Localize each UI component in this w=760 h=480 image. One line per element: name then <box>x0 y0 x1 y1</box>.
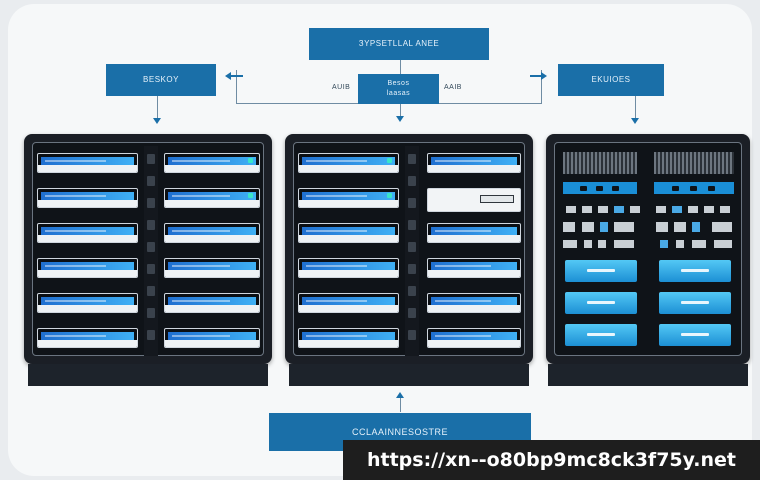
port-icon <box>690 186 697 191</box>
server-unit <box>298 328 399 348</box>
server-unit <box>298 153 399 173</box>
storage-drive <box>565 324 637 346</box>
port-icon <box>614 206 624 213</box>
storage-drive <box>659 292 731 314</box>
port-icon <box>688 206 698 213</box>
server-unit <box>427 188 521 212</box>
connector-line <box>541 70 542 104</box>
port-icon <box>672 206 682 213</box>
port-icon <box>563 240 577 248</box>
port-icon <box>708 186 715 191</box>
server-unit <box>298 293 399 313</box>
server-unit <box>37 328 138 348</box>
port-icon <box>714 240 732 248</box>
storage-drive <box>659 324 731 346</box>
watermark-url: https://xn--o80bp9mc8ck3f75y.net <box>343 440 760 480</box>
connector-line <box>400 104 401 118</box>
arrow-icon <box>396 392 404 398</box>
server-unit <box>37 293 138 313</box>
port-icon <box>582 222 594 232</box>
server-unit <box>427 258 521 278</box>
port-icon <box>712 222 732 232</box>
server-unit <box>37 188 138 208</box>
port-icon <box>598 240 606 248</box>
server-unit <box>298 258 399 278</box>
port-icon <box>580 186 587 191</box>
arrow-icon <box>631 118 639 124</box>
port-icon <box>656 222 668 232</box>
connector-line <box>530 75 542 77</box>
connector-line <box>229 75 243 77</box>
port-icon <box>692 240 706 248</box>
server-unit <box>427 153 521 173</box>
server-unit <box>164 223 260 243</box>
rack-divider <box>405 146 419 356</box>
port-icon <box>612 186 619 191</box>
server-unit <box>164 293 260 313</box>
port-icon <box>692 222 700 232</box>
port-icon <box>596 186 603 191</box>
right-label-box: EKUIOES <box>558 64 664 96</box>
vent-grill <box>563 152 637 174</box>
center-right-word: AAIB <box>444 84 462 91</box>
server-unit <box>164 328 260 348</box>
rack-frame <box>554 142 742 356</box>
connector-line <box>635 96 636 120</box>
port-icon <box>566 206 576 213</box>
port-icon <box>660 240 668 248</box>
server-unit <box>427 293 521 313</box>
server-unit <box>164 188 260 208</box>
port-icon <box>584 240 592 248</box>
connector-line <box>400 396 401 412</box>
storage-drive <box>565 292 637 314</box>
port-icon <box>582 206 592 213</box>
rack-base <box>548 364 748 386</box>
arrow-icon <box>225 72 231 80</box>
rack-base <box>28 364 268 386</box>
left-label-box: BESKOY <box>106 64 216 96</box>
arrow-icon <box>396 116 404 122</box>
server-unit <box>298 223 399 243</box>
server-unit <box>164 153 260 173</box>
server-unit <box>298 188 399 208</box>
top-label-box: ЗYPSETLLAL ANEE <box>309 28 489 60</box>
storage-drive <box>565 260 637 282</box>
rack-base <box>289 364 529 386</box>
port-icon <box>630 206 640 213</box>
port-icon <box>614 240 634 248</box>
center-left-word: AUIB <box>332 84 351 91</box>
arrow-icon <box>153 118 161 124</box>
server-unit <box>37 223 138 243</box>
port-icon <box>704 206 714 213</box>
vent-grill <box>654 152 734 174</box>
connector-line <box>400 60 401 74</box>
port-icon <box>598 206 608 213</box>
connector-line <box>236 70 237 104</box>
port-icon <box>676 240 684 248</box>
connector-line <box>157 96 158 120</box>
port-icon <box>563 222 575 232</box>
server-unit <box>164 258 260 278</box>
server-unit <box>37 153 138 173</box>
port-icon <box>600 222 608 232</box>
rack-divider <box>144 146 158 356</box>
server-unit <box>37 258 138 278</box>
port-icon <box>674 222 686 232</box>
port-icon <box>720 206 730 213</box>
port-icon <box>614 222 634 232</box>
port-icon <box>672 186 679 191</box>
storage-drive <box>659 260 731 282</box>
server-unit <box>427 328 521 348</box>
port-icon <box>656 206 666 213</box>
center-label-box: Besos laasas <box>358 74 439 104</box>
arrow-icon <box>541 72 547 80</box>
server-unit <box>427 223 521 243</box>
